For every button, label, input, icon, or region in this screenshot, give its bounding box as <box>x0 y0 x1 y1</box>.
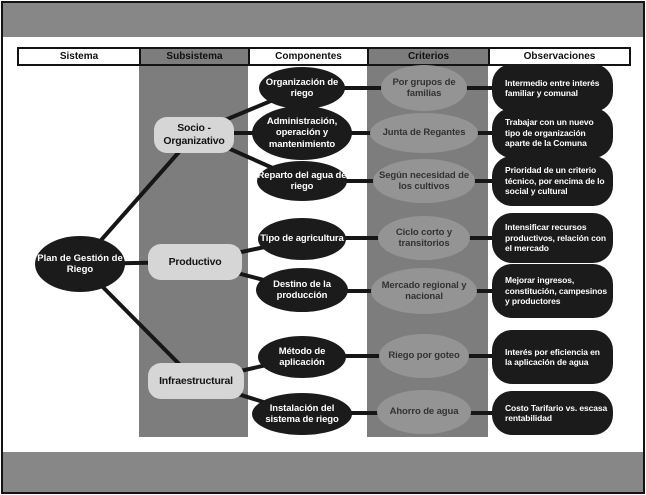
component-label: Organización de riego <box>265 76 339 100</box>
component-label: Destino de la producción <box>273 278 331 302</box>
subsystem-label: Productivo <box>168 255 222 268</box>
observation-node: Mejorar ingresos, constitución, campesin… <box>492 264 613 318</box>
subsystem-node-productivo: Productivo <box>148 244 242 280</box>
criterion-label: Riego por goteo <box>388 350 460 362</box>
column-header-observaciones: Observaciones <box>488 49 629 64</box>
subsystem-node-socio-organizativo: Socio - Organizativo <box>154 117 234 153</box>
component-node: Instalación del sistema de riego <box>252 393 352 435</box>
criterion-label: Mercado regional y nacional <box>381 279 467 303</box>
observation-label: Prioridad de un criterio técnico, por en… <box>505 165 605 197</box>
subsystem-label: Socio - Organizativo <box>163 122 225 147</box>
component-label: Instalación del sistema de riego <box>265 402 339 426</box>
criterion-node: Ciclo corto y transitorios <box>378 216 470 260</box>
component-node: Método de aplicación <box>258 336 346 378</box>
observation-node: Intensificar recursos productivos, relac… <box>492 213 613 263</box>
criterion-label: Por grupos de familias <box>392 76 456 100</box>
observation-label: Trabajar con un nuevo tipo de organizaci… <box>505 117 594 149</box>
component-node: Organización de riego <box>259 67 345 109</box>
component-label: Reparto del agua de riego <box>257 169 347 193</box>
observation-node: Prioridad de un criterio técnico, por en… <box>492 156 613 206</box>
observation-node: Trabajar con un nuevo tipo de organizaci… <box>492 108 613 158</box>
column-header-sistema: Sistema <box>59 51 99 62</box>
criterion-node: Según necesidad de los cultivos <box>373 159 475 203</box>
subsystem-label: Infraestructural <box>159 374 233 387</box>
component-label: Administración, operación y mantenimient… <box>266 115 338 150</box>
observation-label: Intensificar recursos productivos, relac… <box>505 222 606 254</box>
column-header-subsistema: Subsistema <box>139 49 248 64</box>
observation-node: Intermedio entre interés familiar y comu… <box>492 64 613 112</box>
component-node: Administración, operación y mantenimient… <box>252 106 352 160</box>
criterion-label: Según necesidad de los cultivos <box>378 169 470 193</box>
component-node: Reparto del agua de riego <box>257 161 347 201</box>
column-header-componentes: Componentes <box>248 49 367 64</box>
criterion-node: Riego por goteo <box>379 334 469 378</box>
criterion-node: Mercado regional y nacional <box>371 268 477 314</box>
observation-node: Interés por eficiencia en la aplicación … <box>492 330 613 384</box>
column-header-criterios: Criterios <box>367 49 488 64</box>
column-header-row: Sistema Subsistema Componentes Criterios… <box>17 47 631 66</box>
component-label: Tipo de agricultura <box>260 233 344 245</box>
system-node-label: Plan de Gestión de Riego <box>37 252 123 276</box>
criterion-node: Ahorro de agua <box>377 390 471 434</box>
component-node: Tipo de agricultura <box>258 218 346 260</box>
observation-label: Interés por eficiencia en la aplicación … <box>505 346 600 368</box>
observation-label: Costo Tarifario vs. escasa rentabilidad <box>505 402 608 424</box>
component-label: Método de aplicación <box>278 345 326 369</box>
observation-label: Intermedio entre interés familiar y comu… <box>505 77 600 99</box>
subsystem-node-infraestructural: Infraestructural <box>148 363 244 399</box>
criterion-node: Junta de Regantes <box>370 113 478 153</box>
criterion-label: Ciclo corto y transitorios <box>395 226 453 250</box>
observation-label: Mejorar ingresos, constitución, campesin… <box>505 275 607 307</box>
component-node: Destino de la producción <box>256 268 348 312</box>
system-node: Plan de Gestión de Riego <box>35 236 125 292</box>
criterion-label: Junta de Regantes <box>382 127 466 139</box>
observation-node: Costo Tarifario vs. escasa rentabilidad <box>492 391 613 435</box>
criterion-label: Ahorro de agua <box>389 406 459 418</box>
criterion-node: Por grupos de familias <box>381 65 467 111</box>
